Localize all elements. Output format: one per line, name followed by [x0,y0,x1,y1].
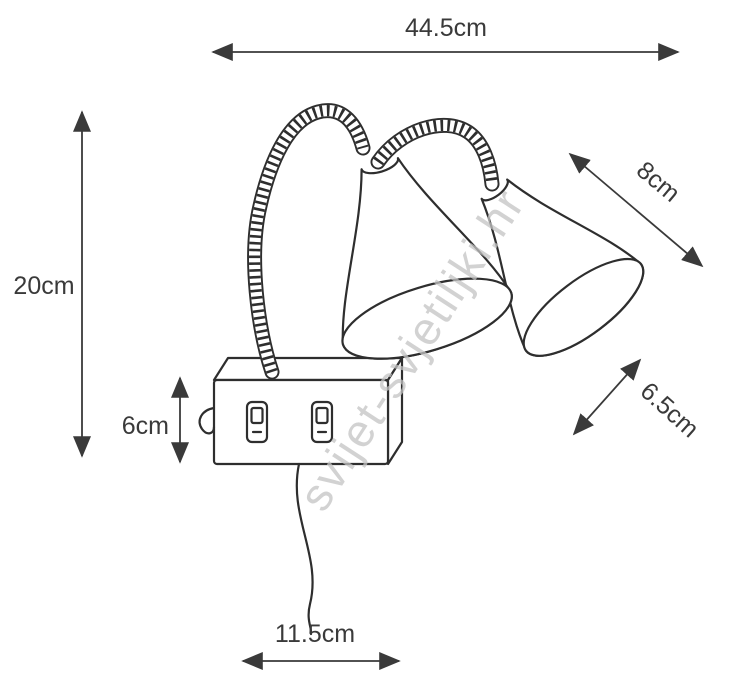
dimension-total-height: 20cm [13,110,91,458]
dimension-label-cord-bottom-width: 11.5cm [275,620,355,648]
power-cord [295,462,314,636]
wall-hook-icon [198,406,216,435]
lamp-shade-left-rim [341,277,513,360]
toggle-switch-right [310,400,334,444]
toggle-switch-left [245,400,269,444]
dimension-label-mount-box-height: 6cm [122,412,169,440]
gooseneck-arm-left [247,103,371,380]
lamp-shade-left [341,157,513,360]
dimension-label-shade-diameter: 6.5cm [635,377,704,443]
dimension-cord-bottom-width: 11.5cm [241,620,401,670]
wall-mount-box [198,356,404,636]
dimension-label-total-height: 20cm [13,272,74,300]
lamp-shade-right [480,178,645,357]
dimension-label-total-width: 44.5cm [405,14,487,42]
dimension-shade-diameter: 6.5cm [572,358,704,443]
dimension-mount-box-height: 6cm [122,376,189,464]
gooseneck-arm-right [370,117,500,192]
dimension-total-width: 44.5cm [211,14,680,61]
dimension-label-shade-length: 8cm [631,156,685,208]
